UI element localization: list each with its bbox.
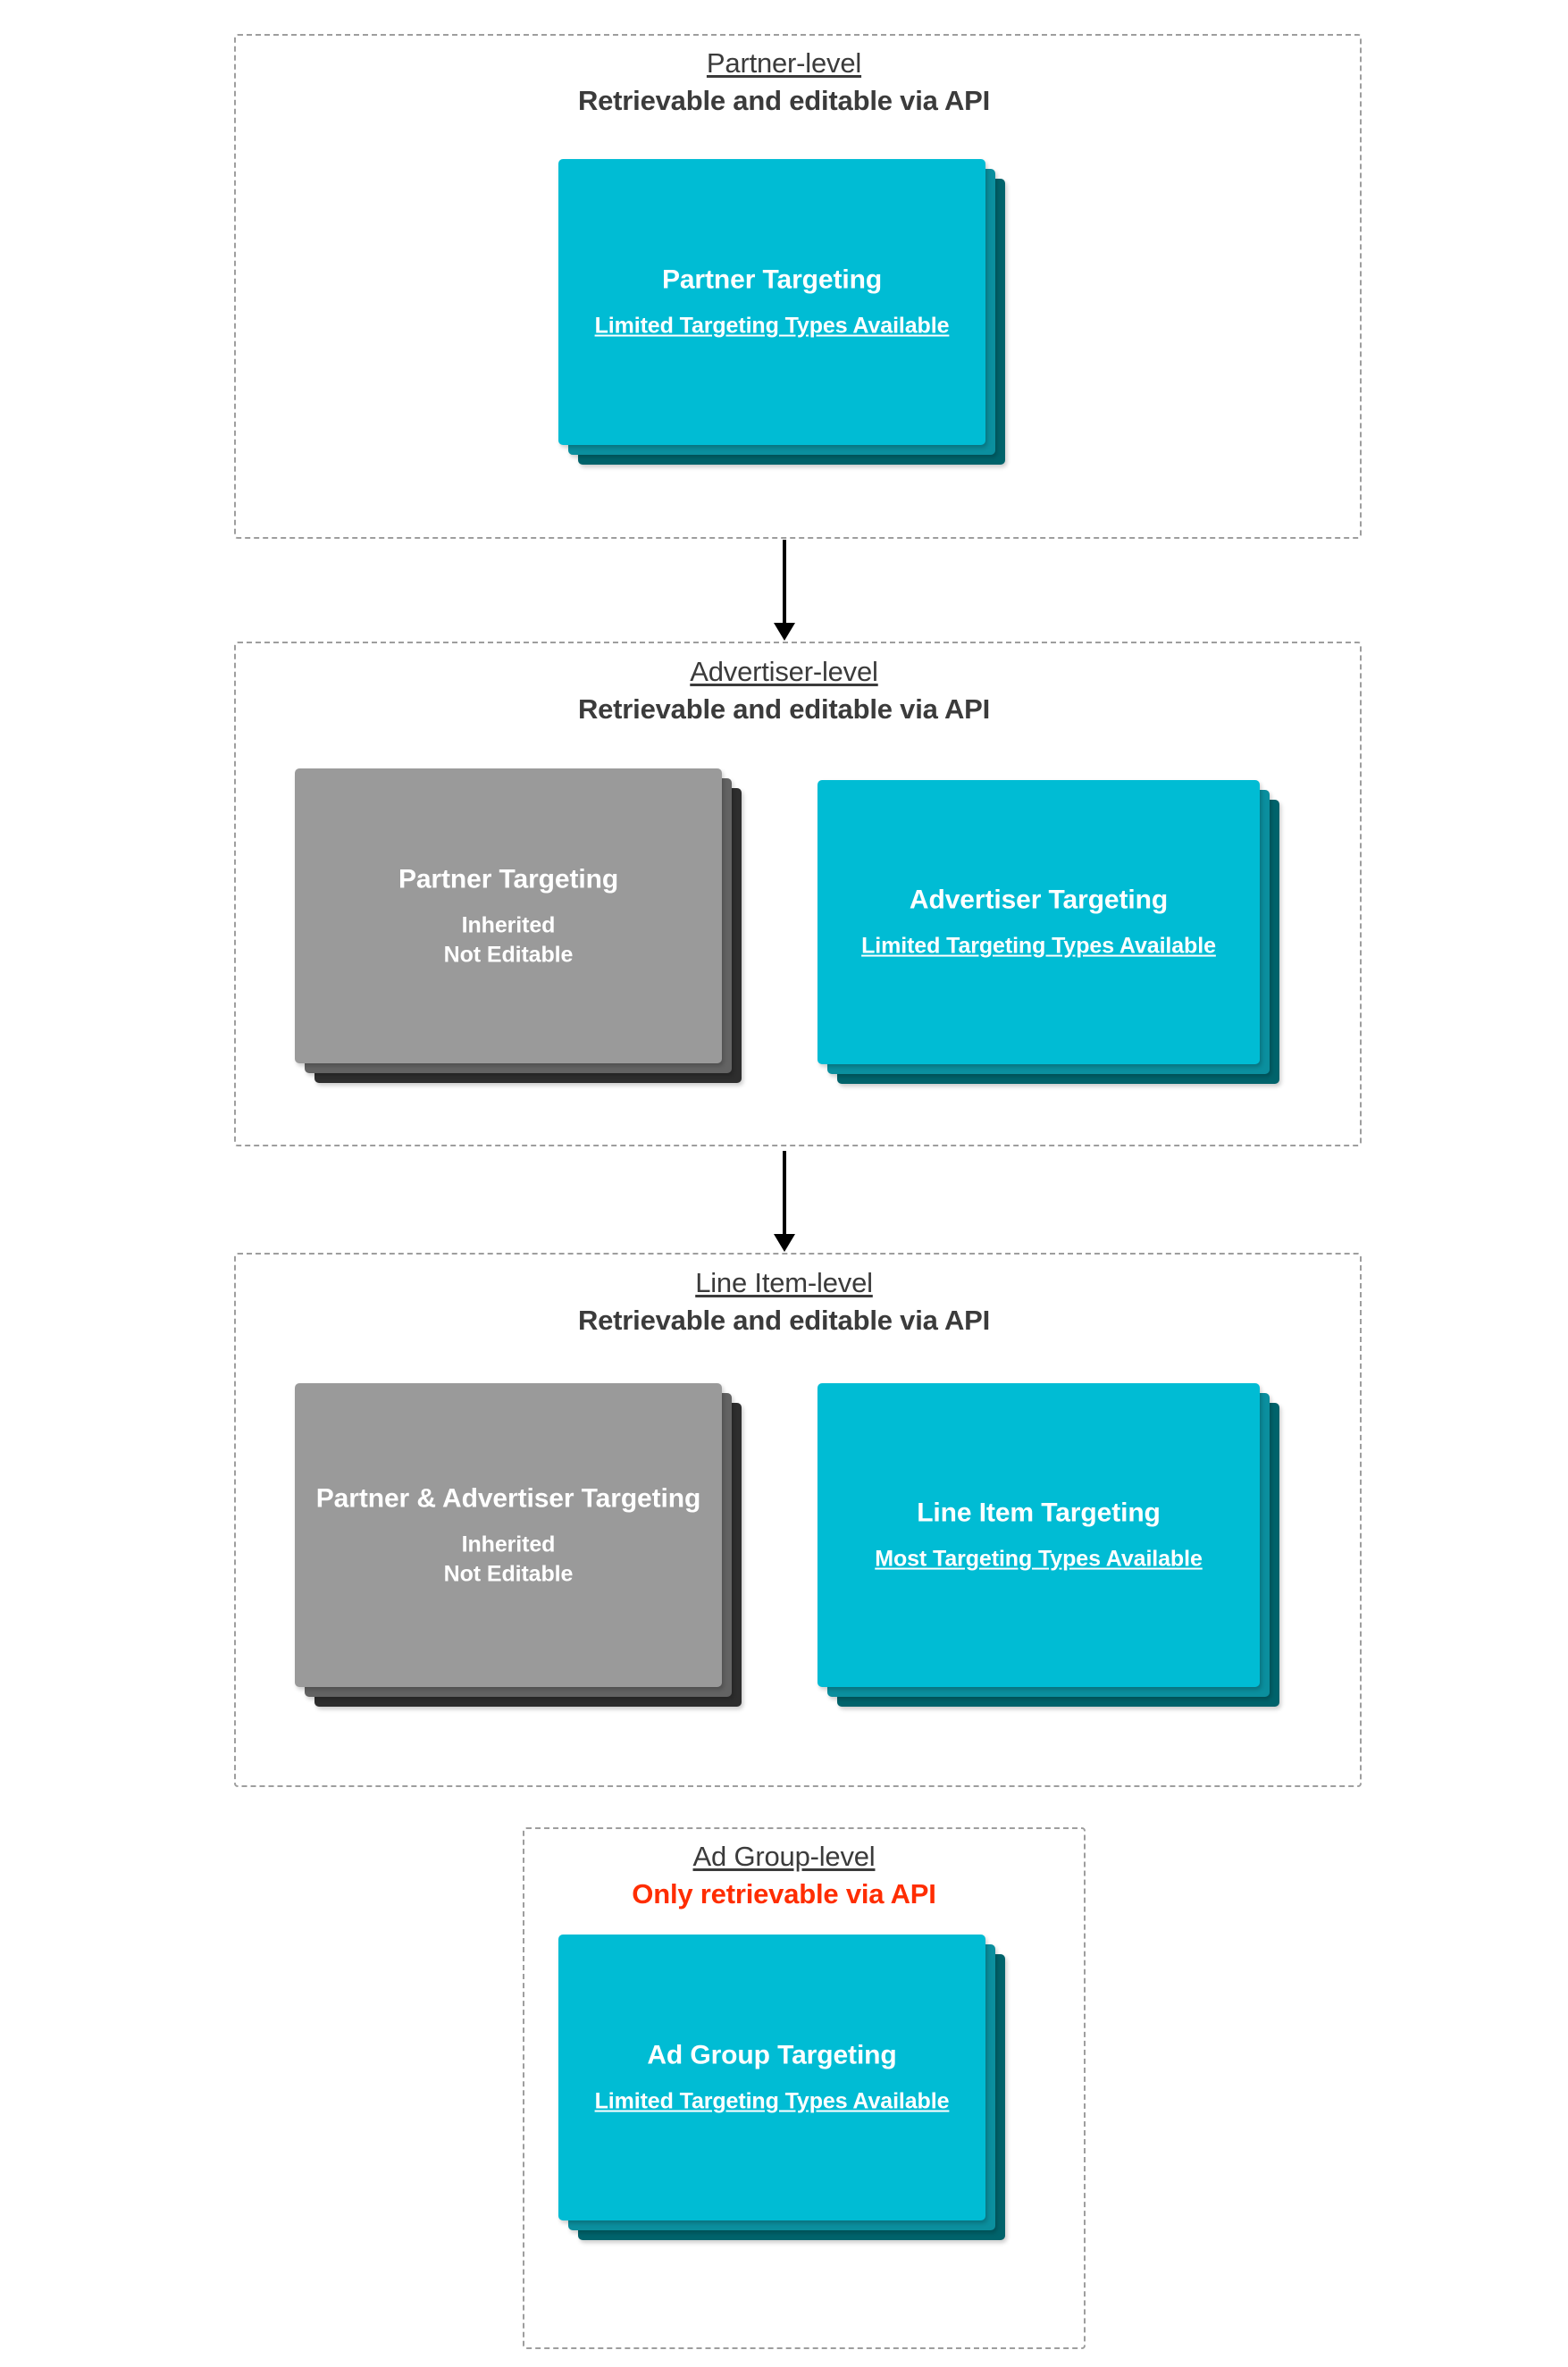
card-title: Partner Targeting [398,864,619,894]
down-arrow-icon-advertiser-to-lineitem [767,1151,802,1252]
card-body: Line Item Targeting Most Targeting Types… [818,1497,1260,1574]
card-title: Partner Targeting [661,264,883,295]
card-layer-front: Partner & Advertiser Targeting Inherited… [295,1383,722,1687]
card-body: Partner Targeting Inherited Not Editable [295,862,722,969]
card-note: Most Targeting Types Available [875,1546,1203,1572]
arrow-head [774,623,795,641]
level-container-advertiser [234,642,1362,1146]
arrow-shaft [783,1151,786,1235]
card-note: Inherited Not Editable [443,912,574,968]
card-note: Limited Targeting Types Available [594,2088,950,2114]
level-container-adgroup [523,1827,1086,2349]
card-note: Limited Targeting Types Available [861,933,1216,959]
card-layer-front: Advertiser Targeting Limited Targeting T… [818,780,1260,1064]
card-title: Ad Group Targeting [647,2040,897,2070]
card-note: Limited Targeting Types Available [594,313,950,339]
card-title: Line Item Targeting [917,1498,1161,1528]
card-body: Advertiser Targeting Limited Targeting T… [818,884,1260,961]
card-body: Partner & Advertiser Targeting Inherited… [295,1481,722,1588]
arrow-head [774,1234,795,1252]
level-container-lineitem [234,1253,1362,1787]
card-layer-front: Partner Targeting Limited Targeting Type… [558,159,985,445]
card-title: Advertiser Targeting [909,885,1169,915]
card-layer-front: Partner Targeting Inherited Not Editable [295,768,722,1063]
card-layer-front: Line Item Targeting Most Targeting Types… [818,1383,1260,1687]
down-arrow-icon-partner-to-advertiser [767,540,802,641]
card-layer-front: Ad Group Targeting Limited Targeting Typ… [558,1935,985,2220]
card-body: Ad Group Targeting Limited Targeting Typ… [558,2039,985,2117]
card-title: Partner & Advertiser Targeting [315,1483,701,1514]
arrow-shaft [783,540,786,624]
level-container-partner [234,34,1362,539]
card-note: Inherited Not Editable [443,1532,574,1587]
card-body: Partner Targeting Limited Targeting Type… [558,264,985,341]
